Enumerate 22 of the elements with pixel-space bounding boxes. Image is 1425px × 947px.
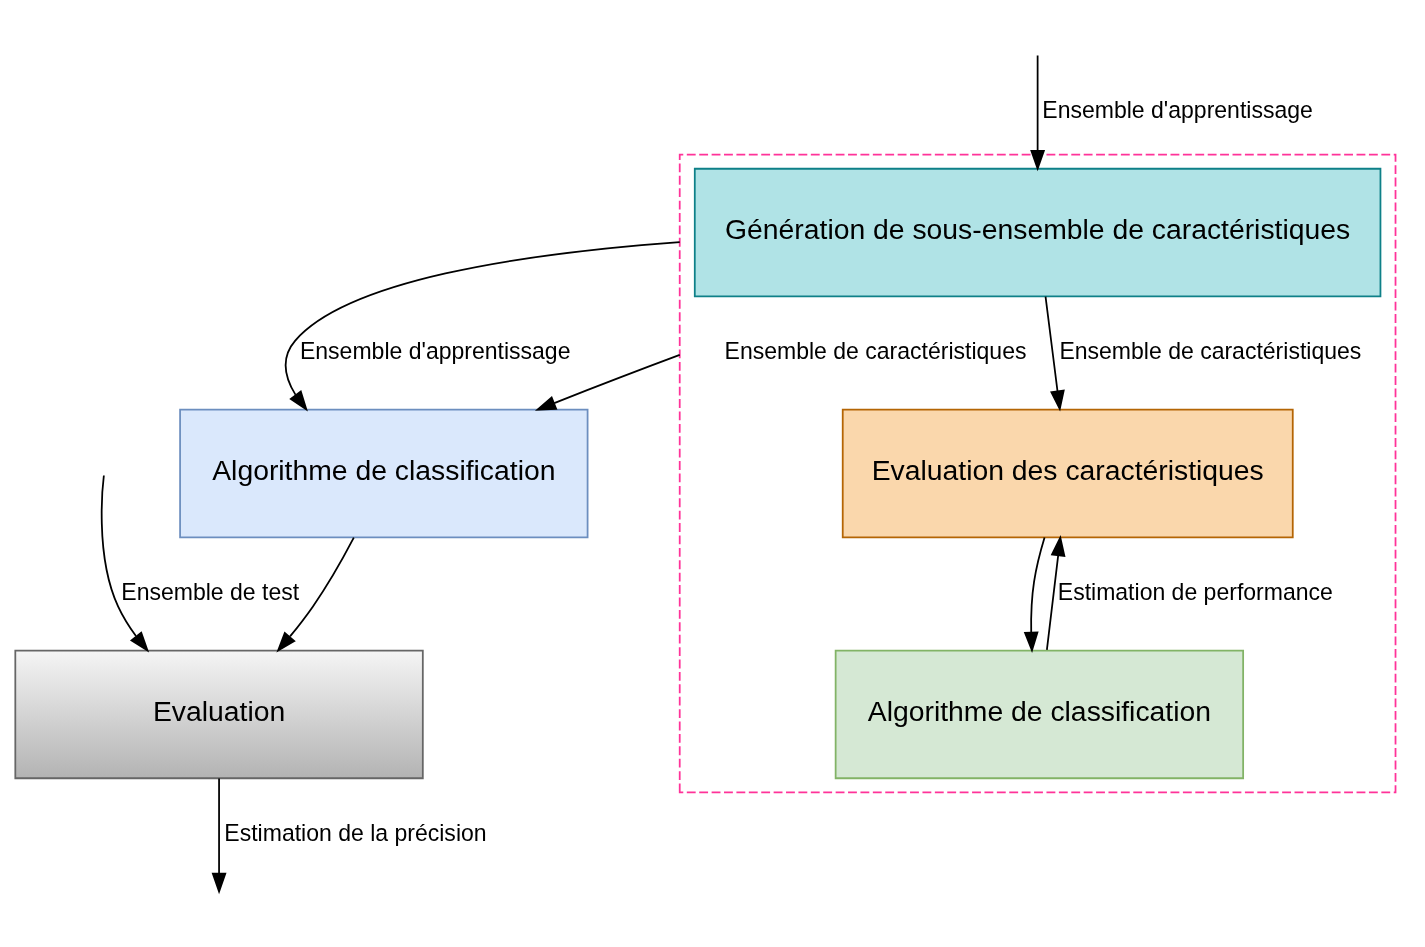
arrow <box>1023 536 1046 654</box>
cluster <box>678 153 1397 794</box>
arrow <box>1046 535 1066 651</box>
arrow <box>1044 295 1065 412</box>
edge-label: Ensemble de caractéristiques <box>724 338 1027 365</box>
arrow <box>284 241 681 412</box>
arrow <box>534 354 681 411</box>
node-box: Algorithme de classification <box>834 649 1245 780</box>
edge-label: Ensemble de test <box>121 579 300 605</box>
arrow <box>211 777 227 895</box>
arrow <box>1030 54 1046 172</box>
edge-label: Estimation de la précision <box>224 819 487 846</box>
node-box: Evaluation <box>14 649 424 780</box>
node-box: Algorithme de classification <box>179 408 589 539</box>
edge-label: Estimation de performance <box>1057 579 1333 605</box>
arrow <box>276 536 355 653</box>
arrow <box>100 474 150 653</box>
edge-label: Ensemble d'apprentissage <box>299 338 571 365</box>
node-box: Génération de sous-ensemble de caractéristiques <box>693 167 1382 298</box>
node-box: Evaluation des caractéristiques <box>841 408 1294 539</box>
edge-label: Ensemble d'apprentissage <box>1042 97 1313 124</box>
edge-label: Ensemble de caractéristiques <box>1059 338 1362 365</box>
